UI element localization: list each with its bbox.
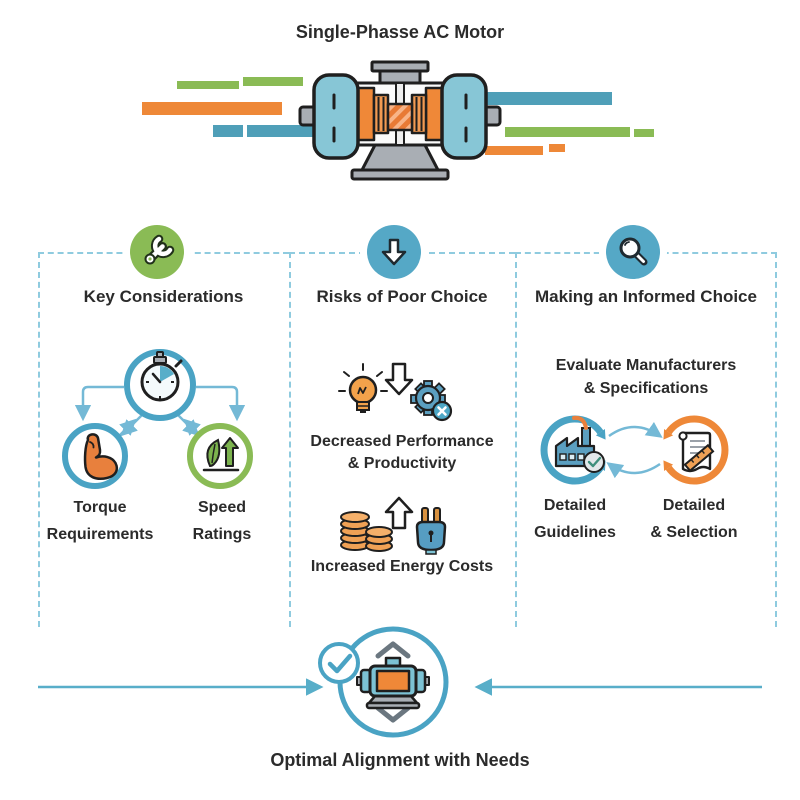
magnifier-icon <box>619 237 648 266</box>
informed-diagram <box>540 415 729 485</box>
document-ruler-icon <box>678 431 715 473</box>
risks-badge <box>367 225 421 279</box>
relation-arrows <box>74 385 246 442</box>
stopwatch-icon <box>124 349 196 421</box>
motor-icon <box>356 656 430 710</box>
risk1-label: Decreased Performance & Productivity <box>310 433 494 472</box>
heading-key-considerations: Key Considerations <box>83 287 244 306</box>
motor-cross-section <box>298 60 502 181</box>
chevron-down-icon <box>375 705 411 723</box>
footer-label: Optimal Alignment with Needs <box>270 750 530 770</box>
torque-label: Torque Requirements <box>46 499 154 543</box>
page-title: Single-Phasse AC Motor <box>295 22 505 42</box>
broken-gear-icon <box>410 380 453 422</box>
coin-stacks-icon <box>340 511 393 552</box>
lightbulb-icon <box>338 363 388 413</box>
speed-bars-right <box>468 92 654 155</box>
informed-choice-badge <box>606 225 660 279</box>
key-considerations-badge <box>130 225 184 279</box>
heading-informed: Making an Informed Choice <box>535 287 757 306</box>
speed-label: Speed Ratings <box>192 499 252 543</box>
rise-arrow-icon <box>384 496 414 530</box>
bicep-icon <box>62 423 128 489</box>
down-arrow-icon <box>381 238 407 266</box>
factory-check-icon <box>554 415 605 473</box>
wrench-icon <box>144 234 175 265</box>
selection-ring <box>663 415 729 485</box>
speed-bars-left <box>142 77 313 137</box>
heading-risks: Risks of Poor Choice <box>316 287 488 306</box>
plug-icon <box>415 507 447 555</box>
risks-icons <box>338 362 453 555</box>
leaf-growth-icon <box>187 423 253 489</box>
decline-arrow-icon <box>384 362 414 396</box>
exchange-arrows <box>606 421 663 479</box>
alignment-section <box>38 626 762 738</box>
checkmark-icon <box>318 642 360 684</box>
considerations-diagram <box>62 349 253 489</box>
chevron-up-icon <box>375 641 411 659</box>
evaluate-subheading: Evaluate Manufacturers & Specifications <box>555 357 737 397</box>
selection-label: Detailed & Selection <box>650 497 738 541</box>
risk2-label: Increased Energy Costs <box>310 558 494 575</box>
guidelines-label: Detailed Guidelines <box>534 497 616 541</box>
motor-illustration <box>142 60 654 181</box>
